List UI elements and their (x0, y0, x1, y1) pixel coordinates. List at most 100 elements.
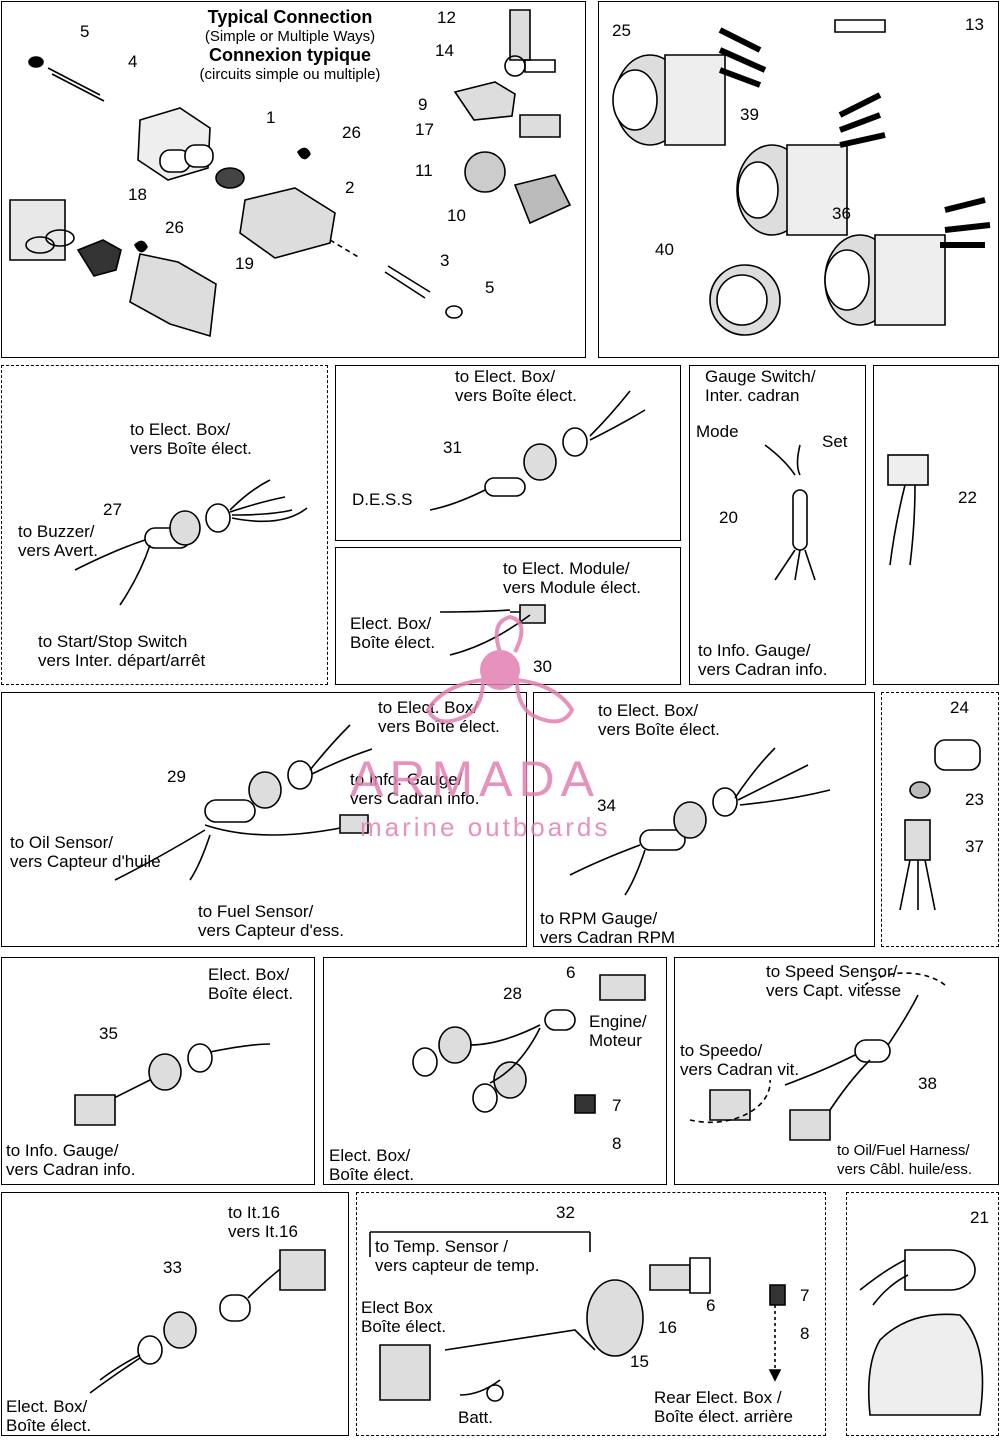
panel-35 (1, 957, 315, 1185)
label-32-box: Elect Box Boîte élect. (361, 1298, 447, 1336)
panel-31 (335, 365, 681, 541)
label-31-elect: to Elect. Box/ vers Boîte élect. (455, 367, 577, 405)
panel-27 (1, 365, 328, 685)
armada-logo (425, 614, 575, 724)
header-title-en: Typical Connection (207, 7, 373, 27)
callout-22: 22 (958, 488, 977, 507)
label-32-rear: Rear Elect. Box / Boîte élect. arrière (654, 1388, 793, 1426)
callout: 17 (415, 120, 434, 139)
cable-22-drawing (887, 454, 929, 566)
callout-8: 8 (800, 1324, 810, 1343)
label-35-box: Elect. Box/ Boîte élect. (208, 965, 294, 1003)
callout: 19 (235, 254, 254, 273)
callout: 5 (80, 22, 90, 41)
callout-21: 21 (970, 1208, 989, 1227)
callout: 12 (437, 8, 456, 27)
panel-22 (873, 365, 999, 685)
panel-32 (356, 1192, 826, 1436)
label-27-elect: to Elect. Box/ vers Boîte élect. (130, 420, 252, 458)
callout: 26 (342, 123, 361, 142)
callout: 11 (415, 161, 433, 180)
label-38-speed: to Speed Sensor/ vers Capt. vitesse (766, 962, 902, 1000)
callout-7: 7 (800, 1286, 810, 1305)
armada-tagline: marine outboards (360, 812, 611, 842)
callout: 9 (418, 95, 428, 114)
callout: 39 (740, 105, 759, 124)
cable-35-drawing (74, 1043, 271, 1126)
panel-21 (846, 1192, 999, 1436)
cable-31-drawing (429, 390, 646, 511)
callout-15: 15 (630, 1352, 649, 1371)
callout-33: 33 (163, 1258, 182, 1277)
panel-typical-connection (1, 1, 586, 358)
callout-38: 38 (918, 1074, 937, 1093)
label-20-mode: Mode (696, 422, 739, 441)
cable-30-drawing (439, 604, 546, 656)
label-34-elect: to Elect. Box/ vers Boîte élect. (598, 701, 720, 739)
callout: 14 (435, 41, 454, 60)
callout: 5 (485, 278, 495, 297)
label-38-speedo: to Speedo/ vers Cadran vit. (680, 1041, 800, 1079)
label-30-box: Elect. Box/ Boîte élect. (350, 614, 436, 652)
cable-20-drawing (764, 444, 816, 581)
cable-34-drawing (569, 747, 831, 896)
label-30-module: to Elect. Module/ vers Module élect. (503, 559, 641, 597)
panel-24 (881, 692, 999, 947)
panel-29 (1, 692, 527, 947)
cable-32-drawing (369, 1231, 786, 1402)
callout-7: 7 (612, 1096, 622, 1115)
callout: 10 (447, 206, 466, 225)
callout: 4 (128, 52, 138, 71)
terminal-parts-drawing (453, 9, 572, 225)
callout-28: 28 (503, 984, 522, 1003)
callout: 2 (345, 178, 355, 197)
cable-29-drawing (114, 724, 373, 881)
label-31-dess: D.E.S.S (352, 490, 413, 509)
label-27-buzzer: to Buzzer/ vers Avert. (18, 522, 98, 560)
callout-35: 35 (99, 1024, 118, 1043)
callout-32: 32 (556, 1203, 575, 1222)
label-28-box: Elect. Box/ Boîte élect. (329, 1146, 415, 1184)
callout: 13 (965, 15, 984, 34)
cable-28-drawing (412, 974, 646, 1114)
label-34-rpm: to RPM Gauge/ vers Cadran RPM (540, 909, 676, 947)
label-35-info: to Info. Gauge/ vers Cadran info. (6, 1141, 136, 1179)
label-20-set: Set (822, 432, 848, 451)
cable-33-drawing (89, 1249, 326, 1394)
callout-16: 16 (658, 1318, 677, 1337)
label-28-engine: Engine/ Moteur (589, 1012, 647, 1050)
callout-30: 30 (533, 657, 552, 676)
label-29-oil: to Oil Sensor/ vers Capteur d'huile (10, 833, 161, 871)
callout-37: 37 (965, 837, 984, 856)
label-29-fuel: to Fuel Sensor/ vers Capteur d'ess. (198, 902, 344, 940)
label-29-info: to Info. Gauge/ vers Cadran info. (350, 770, 480, 808)
label-32-temp: to Temp. Sensor / vers capteur de temp. (375, 1237, 540, 1275)
cable-38-drawing (689, 972, 946, 1141)
callout: 18 (128, 185, 147, 204)
callout-24: 24 (950, 698, 969, 717)
label-33-box: Elect. Box/ Boîte élect. (6, 1397, 92, 1435)
callout: 25 (612, 21, 631, 40)
panel-28 (323, 957, 667, 1185)
header-title-fr: Connexion typique (209, 45, 371, 65)
callout: 1 (266, 108, 276, 127)
label-33-it16: to It.16 vers It.16 (228, 1203, 298, 1241)
typical-connection-header: Typical Connection (Simple or Multiple W… (180, 8, 400, 84)
callout: 3 (440, 251, 450, 270)
callout-34: 34 (597, 796, 616, 815)
header-sub-fr: (circuits simple ou multiple) (199, 66, 381, 83)
callout: 26 (165, 218, 184, 237)
gauge-drawings (612, 19, 991, 336)
cable-21-drawing (859, 1249, 984, 1416)
cable-27-drawing (74, 479, 308, 606)
armada-brand: ARMADA (350, 751, 600, 807)
callout-6: 6 (566, 963, 576, 982)
callout-20: 20 (719, 508, 738, 527)
label-32-batt: Batt. (458, 1408, 493, 1427)
cable-24-drawing (899, 739, 981, 911)
callout: 36 (832, 204, 851, 223)
callout-8: 8 (612, 1134, 622, 1153)
callout-29: 29 (167, 767, 186, 786)
panel-33 (1, 1192, 349, 1436)
label-20-title: Gauge Switch/ Inter. cadran (705, 367, 816, 405)
